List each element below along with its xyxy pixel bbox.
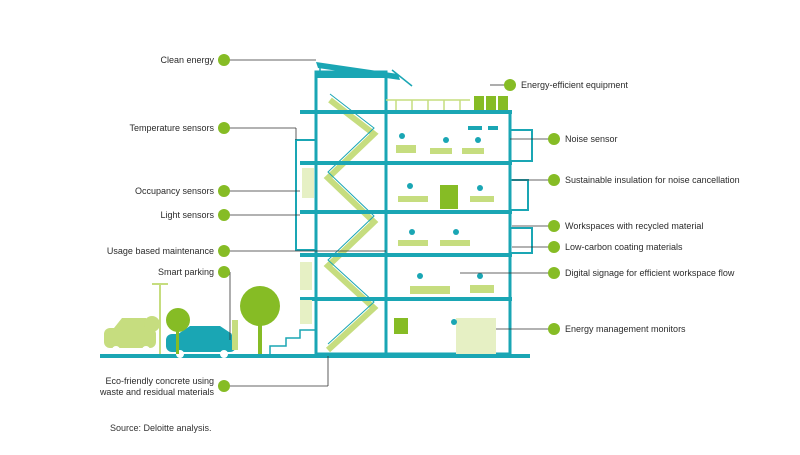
label-sustainable-insulation: Sustainable insulation for noise cancell… [565,175,740,185]
sustainable-insulation-icon [548,174,560,186]
noise-sensor-icon [548,133,560,145]
usage-based-maintenance-icon [218,245,230,257]
label-digital-signage: Digital signage for efficient workspace … [565,268,735,278]
staircase [323,97,379,353]
office-furniture [394,145,496,354]
label-eco-friendly-concrete: Eco-friendly concrete using waste and re… [99,376,214,397]
label-temperature-sensors: Temperature sensors [129,123,214,133]
label-energy-efficient-equipment: Energy-efficient equipment [521,80,628,90]
ground-line [100,354,530,358]
digital-signage-icon [548,267,560,279]
trees [144,286,280,354]
energy-efficient-equipment-icon [504,79,516,91]
car-right [166,326,236,352]
rooftop-equipment [474,96,508,110]
light-sensors-icon [218,209,230,221]
label-light-sensors: Light sensors [160,210,214,220]
smart-parking-icon [218,266,230,278]
label-energy-management-monitors: Energy management monitors [565,324,686,334]
occupancy-sensors-icon [218,185,230,197]
clean-energy-icon [218,54,230,66]
eco-friendly-concrete-icon [218,380,230,392]
workspaces-recycled-icon [548,220,560,232]
low-carbon-coating-icon [548,241,560,253]
energy-management-monitors-icon [548,323,560,335]
temperature-sensors-icon [218,122,230,134]
street-lamp [152,283,168,354]
label-workspaces-recycled: Workspaces with recycled material [565,221,704,231]
label-noise-sensor: Noise sensor [565,134,618,144]
car-left [104,318,156,348]
label-usage-based-maintenance: Usage based maintenance [106,246,214,256]
label-low-carbon-coating: Low-carbon coating materials [565,242,683,252]
label-smart-parking: Smart parking [157,267,214,277]
label-occupancy-sensors: Occupancy sensors [134,186,214,196]
label-clean-energy: Clean energy [160,55,214,65]
source-note: Source: Deloitte analysis. [110,423,212,433]
